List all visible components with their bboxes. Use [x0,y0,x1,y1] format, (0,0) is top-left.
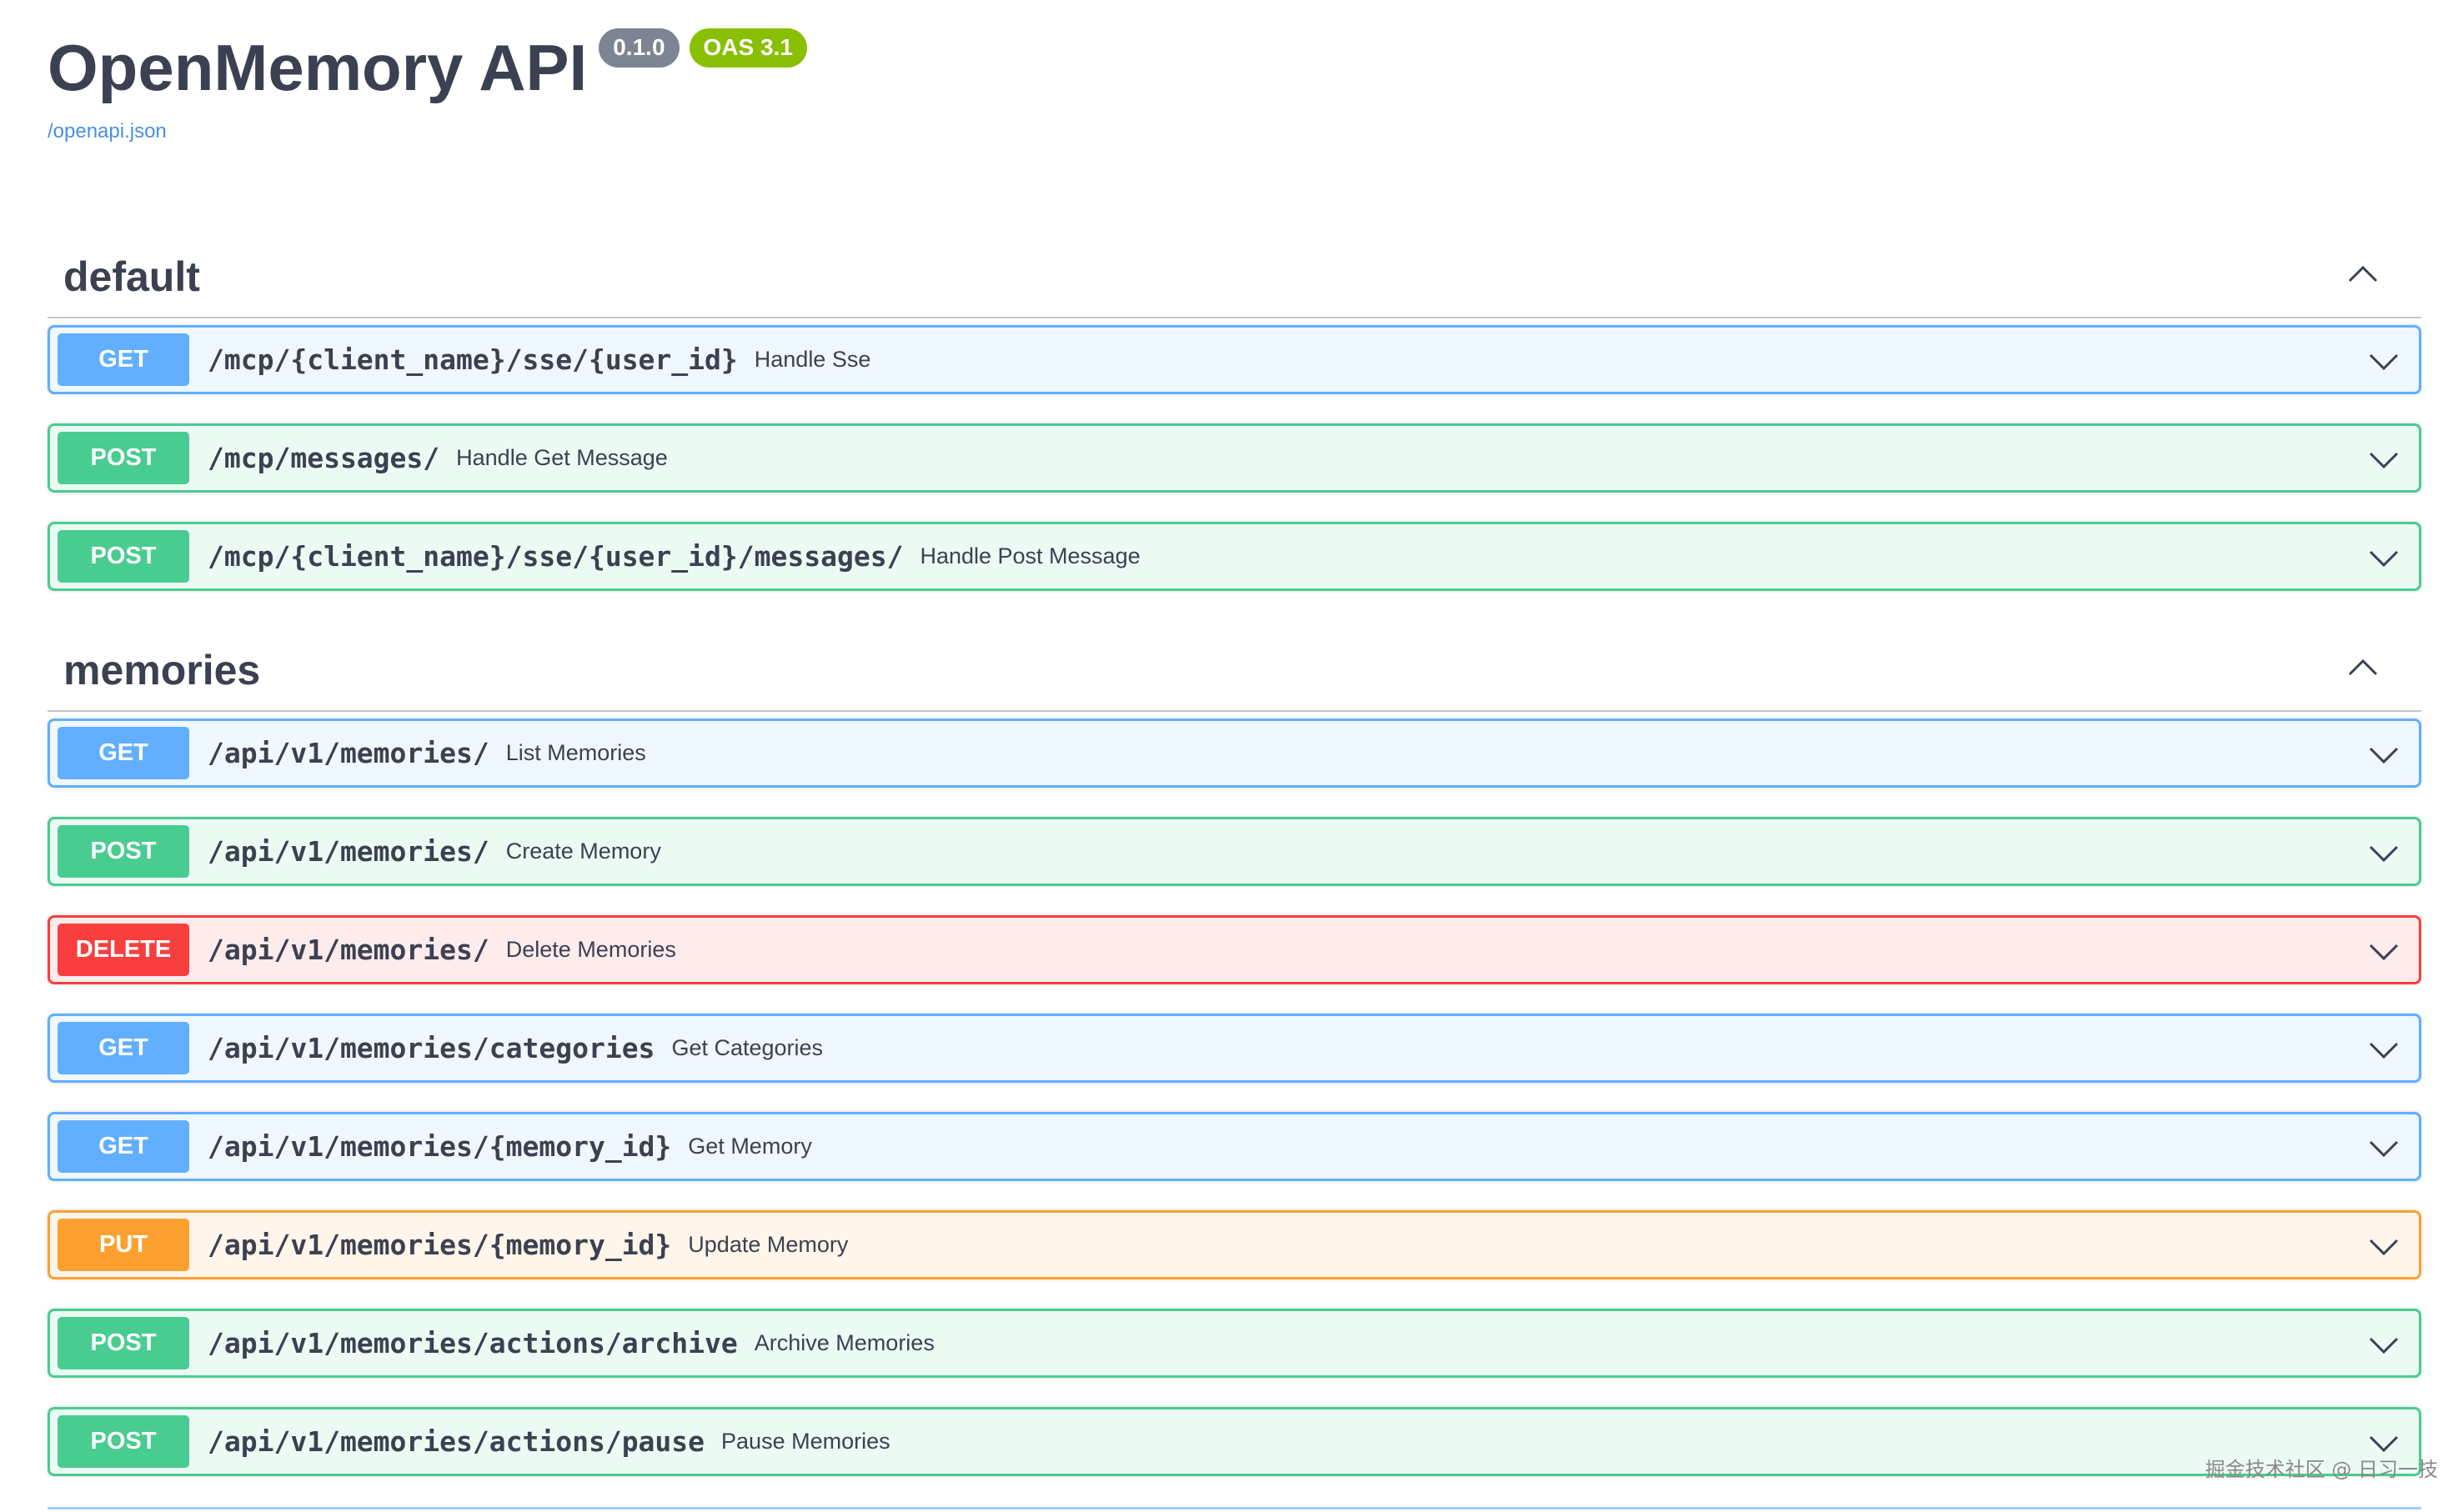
operation-summary: Pause Memories [721,1429,890,1454]
method-badge: POST [58,432,189,484]
tag-header-default[interactable]: default [48,237,2421,318]
tag-header-memories[interactable]: memories [48,630,2421,712]
chevron-down-icon[interactable] [2369,1140,2399,1159]
method-badge: DELETE [58,924,189,976]
version-badge: 0.1.0 [599,28,680,68]
operation-path: /api/v1/memories/categories [208,1032,655,1064]
method-badge: POST [58,1415,189,1468]
operation-row[interactable]: POST /mcp/messages/ Handle Get Message [48,423,2421,493]
operation-row[interactable]: DELETE /api/v1/memories/ Delete Memories [48,915,2421,984]
operation-path: /mcp/{client_name}/sse/{user_id}/message… [208,540,904,573]
operation-summary: List Memories [505,740,646,765]
chevron-down-icon[interactable] [2369,1042,2399,1060]
api-title: OpenMemory API [48,31,588,104]
method-badge: GET [58,333,189,386]
operation-path: /mcp/messages/ [208,442,440,474]
chevron-down-icon[interactable] [2369,1435,2399,1454]
operation-row[interactable]: POST /api/v1/memories/ Create Memory [48,817,2421,886]
chevron-down-icon[interactable] [2369,1337,2399,1355]
operation-row[interactable]: GET /api/v1/memories/ List Memories [48,718,2421,788]
method-badge: POST [58,1317,189,1369]
operation-path: /api/v1/memories/ [208,737,489,769]
operation-row[interactable]: POST /api/v1/memories/actions/archive Ar… [48,1309,2421,1378]
chevron-down-icon[interactable] [2369,845,2399,864]
operation-row[interactable]: GET /api/v1/memories/{memory_id} Get Mem… [48,1112,2421,1181]
operation-row[interactable]: PUT /api/v1/memories/{memory_id} Update … [48,1210,2421,1279]
chevron-down-icon[interactable] [2369,353,2399,372]
chevron-up-icon[interactable] [2348,658,2378,676]
operation-path: /api/v1/memories/ [208,835,489,868]
method-badge: GET [58,1022,189,1074]
method-badge: GET [58,727,189,779]
watermark: 掘金技术社区 @ 日习一技 [2205,1458,2438,1481]
operation-row[interactable]: GET /api/v1/memories/categories Get Cate… [48,1014,2421,1083]
operation-summary: Handle Sse [754,347,871,372]
method-badge: POST [58,530,189,583]
chevron-up-icon[interactable] [2348,264,2378,283]
operation-path: /api/v1/memories/{memory_id} [208,1130,672,1163]
next-operation-edge [48,1507,2421,1509]
operation-summary: Handle Get Message [456,445,668,470]
tag-name: memories [63,647,261,693]
operation-summary: Create Memory [505,839,661,864]
operation-summary: Archive Memories [754,1330,935,1355]
title-row: OpenMemory API 0.1.0 OAS 3.1 [48,28,807,100]
openapi-json-link[interactable]: /openapi.json [48,120,167,143]
chevron-down-icon[interactable] [2369,747,2399,765]
api-info: OpenMemory API 0.1.0 OAS 3.1 /openapi.js… [48,28,807,143]
method-badge: GET [58,1120,189,1173]
operation-path: /api/v1/memories/ [208,934,489,966]
chevron-down-icon[interactable] [2369,452,2399,470]
chevron-down-icon[interactable] [2369,1239,2399,1257]
operation-path: /mcp/{client_name}/sse/{user_id} [208,343,738,376]
tag-group-memories: memories GET /api/v1/memories/ List Memo… [48,630,2421,1476]
oas-badge: OAS 3.1 [689,28,807,68]
operation-row[interactable]: POST /api/v1/memories/actions/pause Paus… [48,1407,2421,1476]
operation-row[interactable]: POST /mcp/{client_name}/sse/{user_id}/me… [48,522,2421,591]
chevron-down-icon[interactable] [2369,550,2399,568]
operation-summary: Delete Memories [505,937,676,962]
operation-path: /api/v1/memories/actions/pause [208,1425,705,1458]
method-badge: POST [58,825,189,878]
operation-summary: Update Memory [688,1232,849,1257]
operation-path: /api/v1/memories/actions/archive [208,1327,738,1359]
method-badge: PUT [58,1219,189,1271]
tag-group-default: default GET /mcp/{client_name}/sse/{user… [48,237,2421,591]
chevron-down-icon[interactable] [2369,944,2399,962]
operation-summary: Get Categories [671,1035,824,1060]
operation-summary: Handle Post Message [920,543,1141,568]
operation-summary: Get Memory [688,1134,812,1159]
operation-row[interactable]: GET /mcp/{client_name}/sse/{user_id} Han… [48,325,2421,394]
operation-path: /api/v1/memories/{memory_id} [208,1229,672,1261]
tag-name: default [63,253,200,300]
